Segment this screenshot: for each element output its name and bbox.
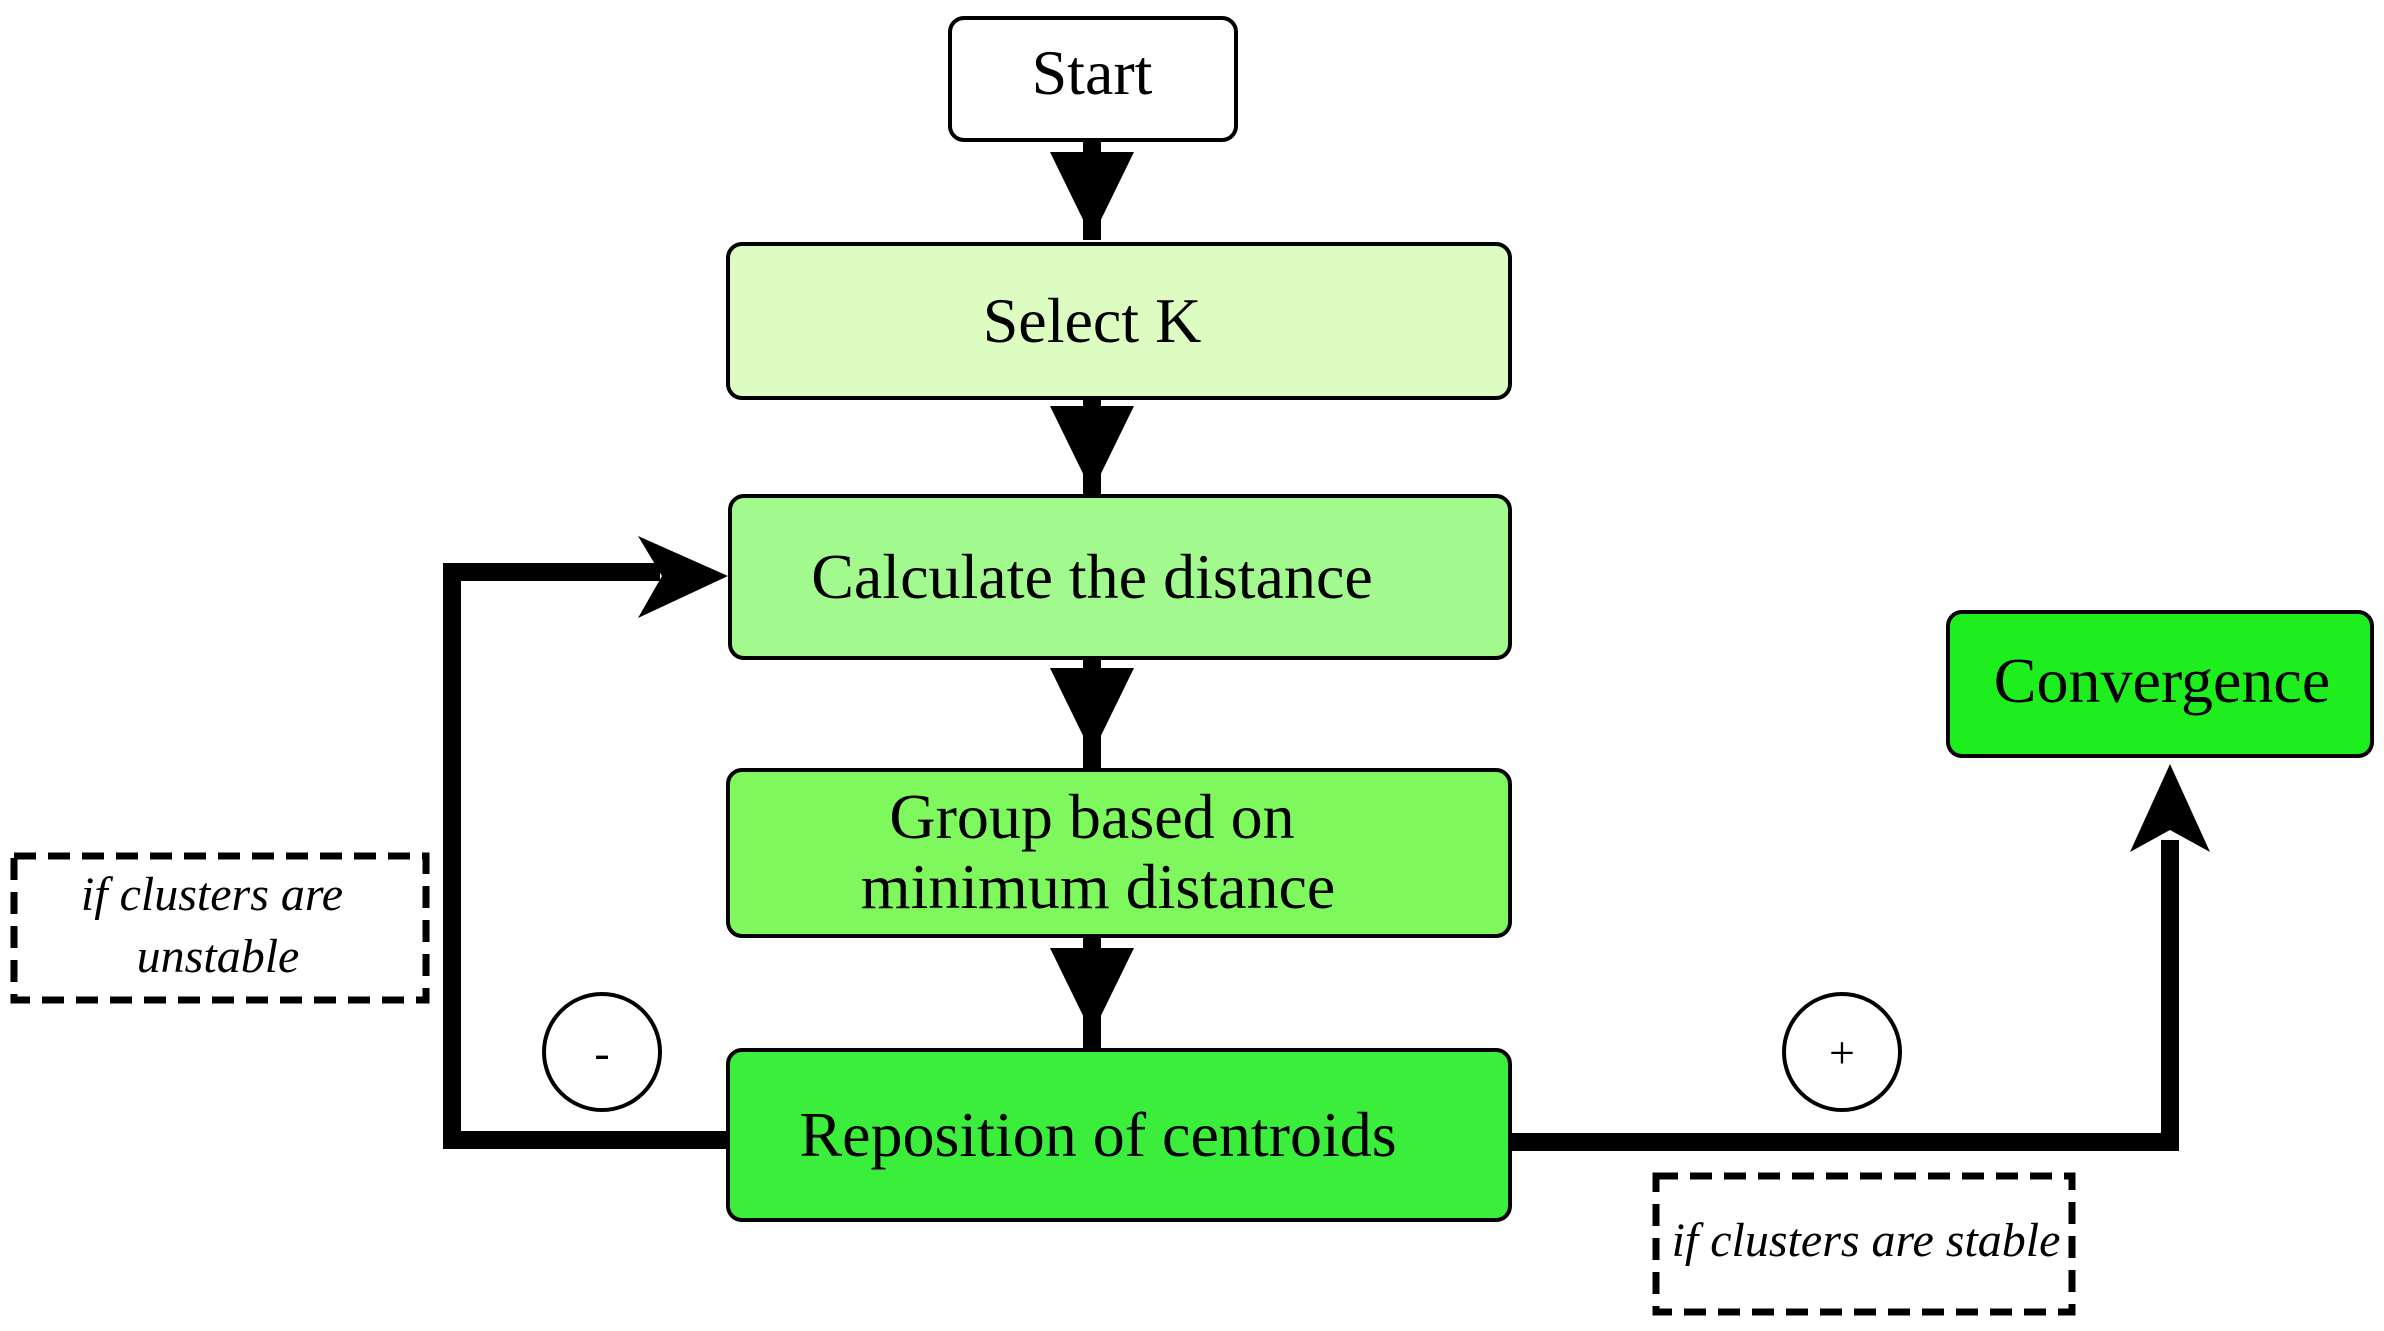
group-node: Group based on minimum distance xyxy=(726,768,1512,938)
reposition-node: Reposition of centroids xyxy=(726,1048,1512,1222)
calculate-distance-node: Calculate the distance xyxy=(728,494,1512,660)
select-k-label: Select K xyxy=(983,285,1202,356)
stable-note-text: if clusters are stable xyxy=(1672,1214,2061,1267)
group-label-line2: minimum distance xyxy=(861,851,1336,922)
unstable-note-line2: unstable xyxy=(137,930,300,983)
reposition-label: Reposition of centroids xyxy=(799,1099,1396,1170)
connectors xyxy=(443,140,2210,1151)
start-label: Start xyxy=(1032,37,1153,108)
arrow-group-to-reposition xyxy=(1050,936,1134,1048)
plus-sign-label: + xyxy=(1829,1027,1855,1078)
calculate-distance-label: Calculate the distance xyxy=(811,541,1373,612)
arrow-calculate-to-group xyxy=(1050,658,1134,770)
unstable-note: if clusters are unstable xyxy=(10,852,430,1004)
convergence-label: Convergence xyxy=(1994,645,2330,716)
arrow-select-k-to-calculate xyxy=(1050,398,1134,496)
group-label-line1: Group based on xyxy=(889,781,1294,852)
unstable-note-line1: if clusters are xyxy=(81,868,343,921)
select-k-node: Select K xyxy=(726,242,1512,400)
minus-sign-label: - xyxy=(594,1027,609,1078)
arrow-start-to-select-k xyxy=(1050,140,1134,240)
stable-note: if clusters are stable xyxy=(1652,1172,2076,1316)
arrow-feedback-loop xyxy=(443,536,728,1149)
start-node: Start xyxy=(948,16,1238,142)
convergence-node: Convergence xyxy=(1946,610,2374,758)
minus-sign-circle: - xyxy=(542,992,662,1112)
arrow-to-convergence xyxy=(1510,764,2210,1151)
plus-sign-circle: + xyxy=(1782,992,1902,1112)
